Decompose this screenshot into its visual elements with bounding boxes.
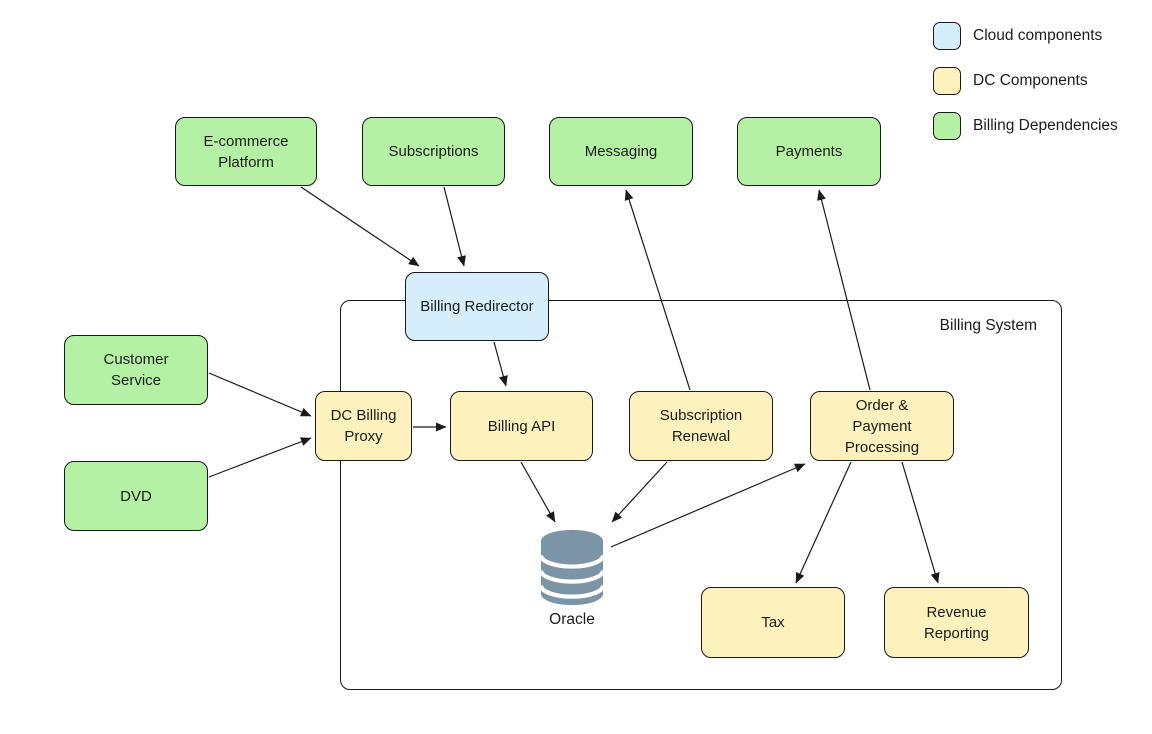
legend-item-dependencies: Billing Dependencies — [933, 111, 1118, 140]
node-subscriptions: Subscriptions — [362, 117, 505, 186]
node-label: Customer Service — [103, 351, 169, 389]
node-payments: Payments — [737, 117, 881, 186]
legend: Cloud components DC Components Billing D… — [933, 21, 1118, 156]
node-label: Revenue Reporting — [923, 603, 990, 642]
dependencies-swatch-icon — [933, 111, 961, 140]
node-label: Payments — [775, 143, 843, 160]
node-dc-billing-proxy: DC Billing Proxy — [315, 391, 412, 461]
node-billing-api: Billing API — [450, 391, 593, 461]
legend-item-dc: DC Components — [933, 66, 1118, 95]
database-label: Oracle — [549, 611, 595, 628]
node-revenue-reporting: Revenue Reporting — [884, 587, 1029, 658]
node-label: Billing API — [487, 417, 556, 435]
database-icon — [539, 529, 605, 606]
edge-ecommerce-to-redirector — [300, 186, 420, 267]
node-label: Subscription Renewal — [659, 407, 743, 445]
node-order-payment-processing: Order & Payment Processing — [810, 391, 954, 461]
node-customer-service: Customer Service — [64, 335, 208, 405]
node-dvd: DVD — [64, 461, 208, 531]
node-label: Billing Redirector — [420, 298, 534, 315]
node-label: Subscriptions — [388, 143, 479, 160]
legend-label: Cloud components — [973, 26, 1103, 44]
dc-swatch-icon — [933, 66, 961, 95]
node-tax: Tax — [701, 587, 845, 658]
legend-label: DC Components — [973, 71, 1088, 89]
node-label: Order & Payment Processing — [844, 396, 920, 456]
node-label: Tax — [761, 614, 785, 631]
edge-dvd-to-dc-proxy — [208, 437, 312, 478]
node-label: DVD — [120, 487, 152, 505]
edge-subscriptions-to-redirector — [443, 186, 466, 267]
legend-label: Billing Dependencies — [973, 116, 1118, 134]
node-label: DC Billing Proxy — [330, 407, 397, 445]
cloud-swatch-icon — [933, 21, 961, 50]
legend-item-cloud: Cloud components — [933, 21, 1118, 50]
node-messaging: Messaging — [549, 117, 693, 186]
node-subscription-renewal: Subscription Renewal — [629, 391, 773, 461]
node-label: Messaging — [584, 143, 658, 160]
node-oracle-database: Oracle — [537, 528, 607, 629]
edge-customer-service-to-dc-proxy — [208, 372, 312, 417]
node-label: E-commerce Platform — [203, 132, 289, 171]
billing-system-label: Billing System — [939, 317, 1037, 334]
node-ecommerce-platform: E-commerce Platform — [175, 117, 317, 186]
node-billing-redirector: Billing Redirector — [405, 272, 549, 341]
